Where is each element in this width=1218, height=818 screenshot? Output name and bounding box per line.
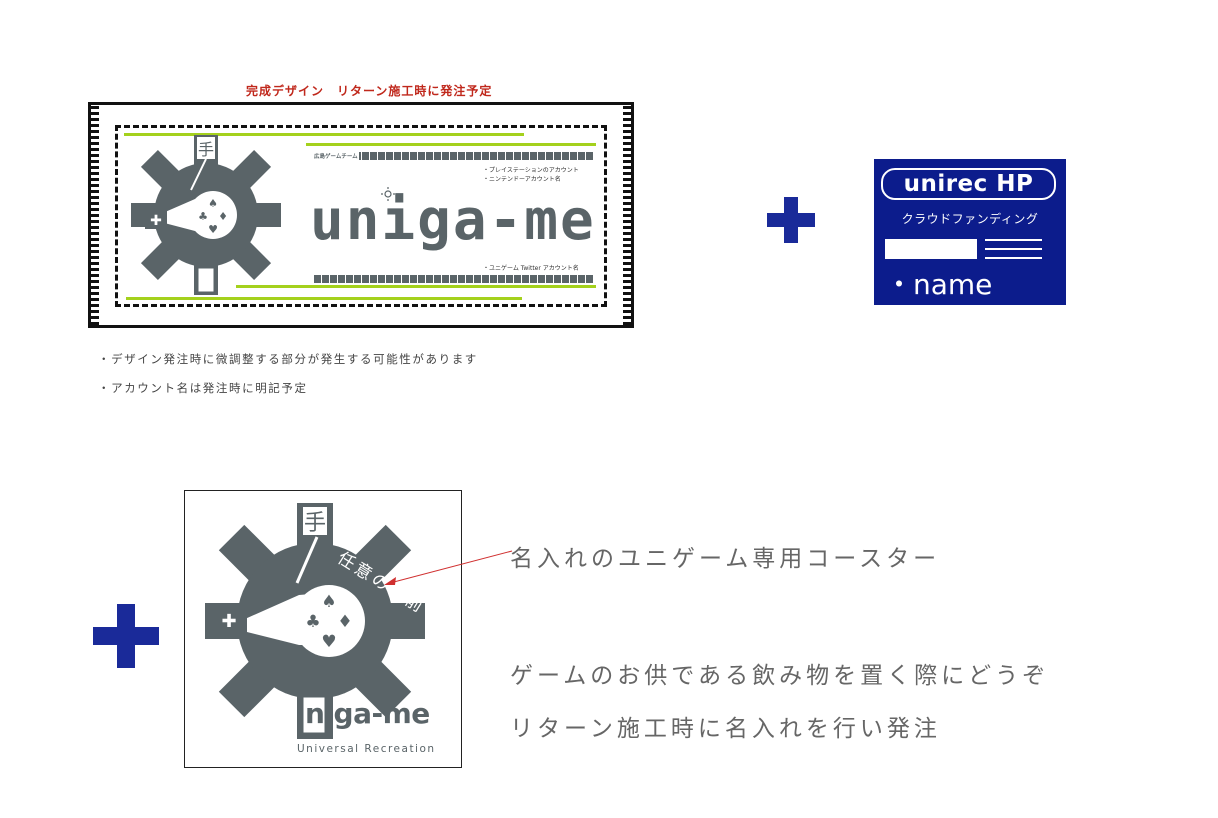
card-line xyxy=(985,239,1042,241)
green-line xyxy=(126,297,522,300)
name-box xyxy=(885,239,977,259)
design-title: 完成デザイン リターン施工時に発注予定 xyxy=(246,84,493,98)
svg-text:♠: ♠ xyxy=(208,197,218,210)
towel-banner-design: 広島ゲームチーム ・プレイステーションのアカウント ・ニンテンドーアカウント名 … xyxy=(88,102,634,328)
banner-logo-text: uniga-me xyxy=(310,188,596,253)
arrow-icon xyxy=(384,550,513,585)
svg-text:手: 手 xyxy=(304,511,326,536)
svg-text:♣: ♣ xyxy=(305,612,320,632)
green-line xyxy=(236,285,596,288)
twitter-note: ・ユニゲーム Twitter アカウント名 xyxy=(483,265,579,272)
account-note-1: ・プレイステーションのアカウント xyxy=(483,167,579,174)
card-line xyxy=(985,248,1042,250)
svg-text:手: 手 xyxy=(198,140,214,159)
coaster-subtitle: Universal Recreation xyxy=(297,743,436,755)
unirec-hp-card: unirec HP クラウドファンディング ・name xyxy=(874,159,1066,305)
description-line-2: リターン施工時に名入れを行い発注 xyxy=(510,716,941,742)
rope-right xyxy=(623,105,631,325)
svg-text:♦: ♦ xyxy=(218,210,228,223)
svg-text:♥: ♥ xyxy=(321,632,336,652)
coaster-annotation: 名入れのユニゲーム専用コースター xyxy=(510,546,941,572)
plus-icon xyxy=(767,197,815,243)
svg-text:✚: ✚ xyxy=(221,611,236,632)
design-note-2: ・アカウント名は発注時に明記予定 xyxy=(98,381,308,395)
gear-logo-icon: 手 ✚ ♠ ♣ ♦ ♥ xyxy=(205,503,425,739)
svg-text:♣: ♣ xyxy=(198,210,208,223)
green-line xyxy=(124,133,524,136)
card-name-label: ・name xyxy=(885,268,993,301)
svg-text:♠: ♠ xyxy=(321,592,336,612)
card-line xyxy=(985,257,1042,259)
coaster-wordmark: niga-me xyxy=(305,697,430,730)
dashed-frame xyxy=(115,125,607,307)
green-line xyxy=(306,143,596,146)
card-title: unirec HP xyxy=(881,168,1056,200)
tile-row xyxy=(314,152,594,160)
rope-left xyxy=(91,105,99,325)
account-note-2: ・ニンテンドーアカウント名 xyxy=(483,176,561,183)
tile-row xyxy=(314,275,594,283)
plus-icon xyxy=(93,604,159,668)
gear-logo-icon: 手 ✚ ♠ ♣ ♦ ♥ xyxy=(131,135,281,295)
banner-header-label: 広島ゲームチーム xyxy=(313,152,359,160)
svg-text:♥: ♥ xyxy=(208,223,218,236)
coaster-design: 手 ✚ ♠ ♣ ♦ ♥ 任意の名前 niga-me Universal Recr… xyxy=(184,490,462,768)
sun-icon xyxy=(381,187,395,201)
svg-text:♦: ♦ xyxy=(337,612,352,632)
design-note-1: ・デザイン発注時に微調整する部分が発生する可能性があります xyxy=(98,352,478,366)
card-subtitle: クラウドファンディング xyxy=(901,212,1039,226)
description-line-1: ゲームのお供である飲み物を置く際にどうぞ xyxy=(510,663,1050,689)
svg-text:✚: ✚ xyxy=(150,213,162,229)
